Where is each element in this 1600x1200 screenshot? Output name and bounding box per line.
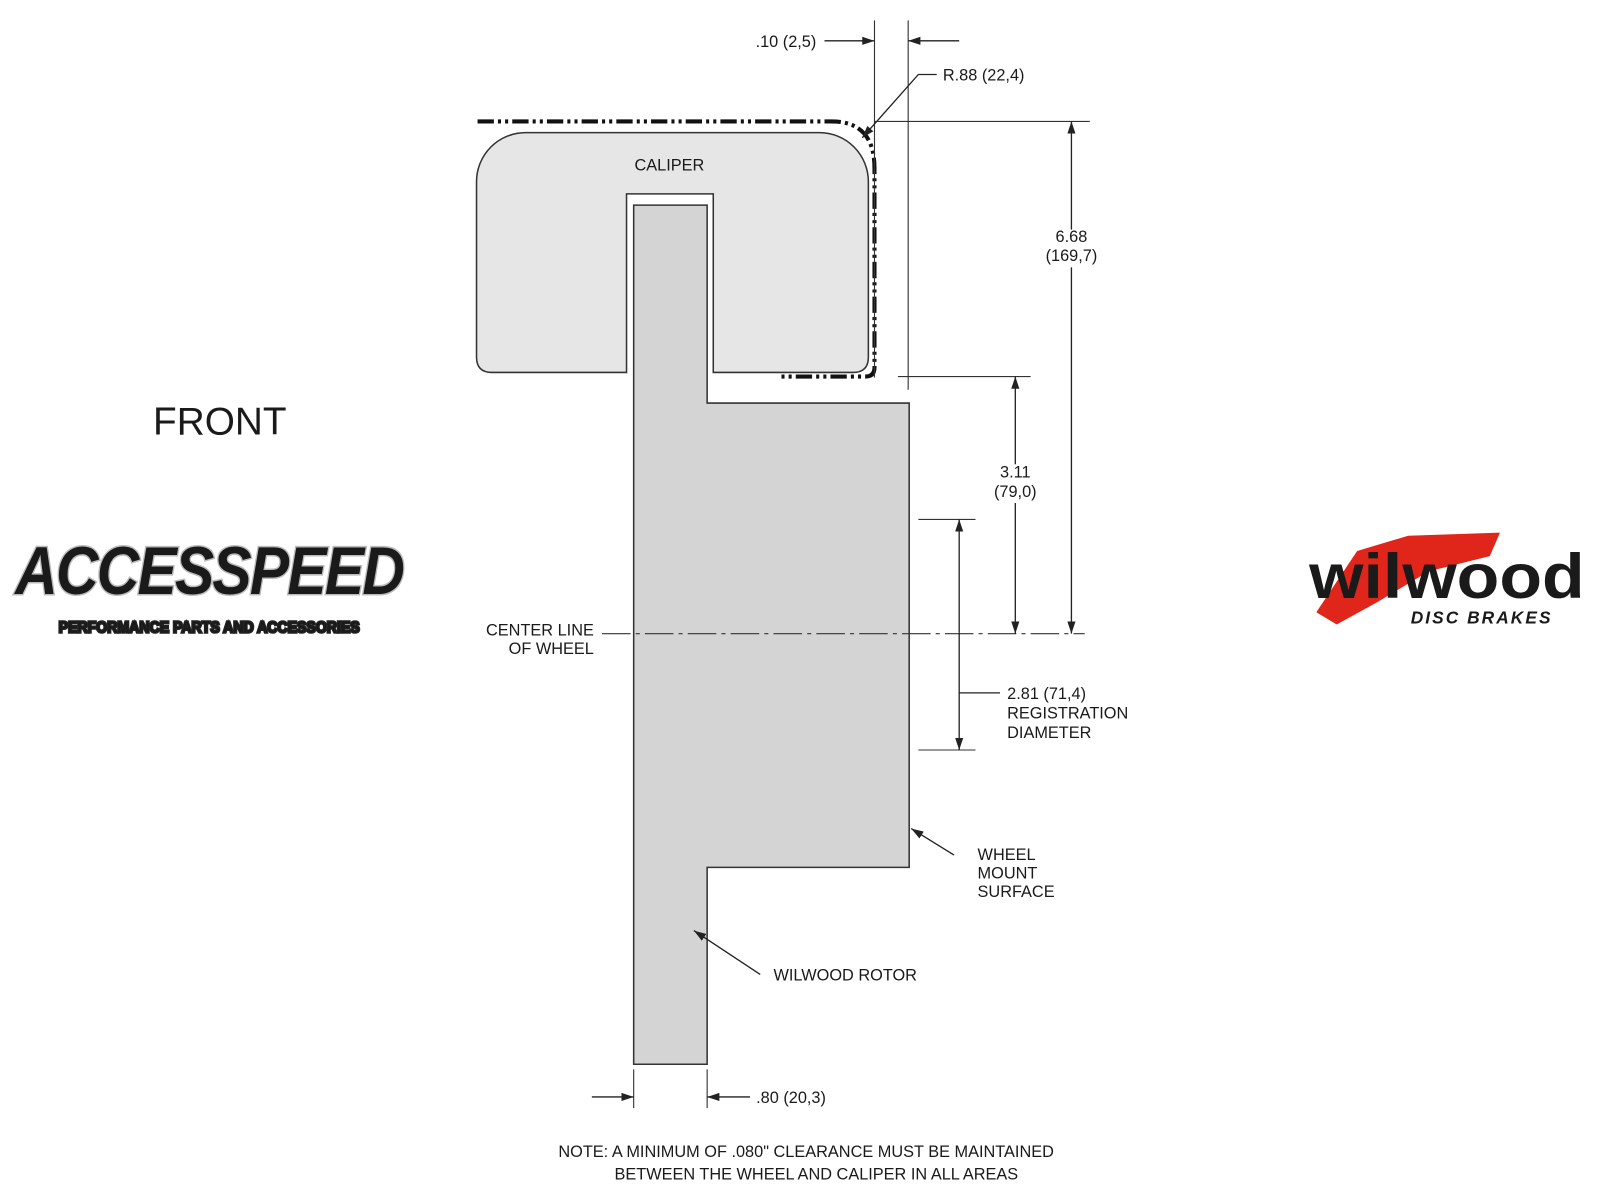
rotor-width-dimension: .80 (20,3) bbox=[756, 1089, 826, 1107]
clearance-dimension: .10 (2,5) bbox=[756, 33, 817, 51]
svg-text:wilwood: wilwood bbox=[1308, 542, 1585, 612]
total-height-dimension: 6.68 bbox=[1056, 228, 1088, 246]
registration-dimension: 2.81 (71,4) bbox=[1007, 685, 1086, 703]
svg-text:ACCESSPEED: ACCESSPEED bbox=[14, 534, 404, 609]
wheel-mount-label-3: SURFACE bbox=[978, 883, 1055, 901]
note-line-1: NOTE: A MINIMUM OF .080" CLEARANCE MUST … bbox=[558, 1143, 1054, 1161]
caliper-label: CALIPER bbox=[634, 156, 704, 174]
radius-dimension: R.88 (22,4) bbox=[943, 67, 1025, 85]
accesspeed-logo: ACCESSPEED PERFORMANCE PARTS AND ACCESSO… bbox=[12, 532, 407, 638]
caliper-shape bbox=[475, 131, 870, 374]
note-line-2: BETWEEN THE WHEEL AND CALIPER IN ALL ARE… bbox=[614, 1166, 1018, 1184]
registration-label-2: DIAMETER bbox=[1007, 724, 1092, 742]
wheel-mount-label-2: MOUNT bbox=[978, 865, 1038, 883]
wheel-mount-label-1: WHEEL bbox=[978, 846, 1036, 864]
svg-text:PERFORMANCE PARTS AND ACCESSOR: PERFORMANCE PARTS AND ACCESSORIES bbox=[59, 620, 360, 637]
mount-height-dimension: 3.11 bbox=[1000, 464, 1031, 482]
view-label: FRONT bbox=[153, 401, 287, 444]
wilwood-logo: wilwood DISC BRAKES bbox=[1308, 532, 1585, 627]
rotor-shape bbox=[632, 204, 910, 1066]
svg-text:DISC BRAKES: DISC BRAKES bbox=[1411, 607, 1553, 627]
center-line-label-2: OF WHEEL bbox=[509, 640, 594, 658]
rotor-label: WILWOOD ROTOR bbox=[773, 967, 917, 985]
center-line-label-1: CENTER LINE bbox=[486, 622, 594, 640]
mount-height-dimension-mm: (79,0) bbox=[994, 483, 1037, 501]
registration-label-1: REGISTRATION bbox=[1007, 704, 1128, 722]
total-height-dimension-mm: (169,7) bbox=[1046, 247, 1098, 265]
